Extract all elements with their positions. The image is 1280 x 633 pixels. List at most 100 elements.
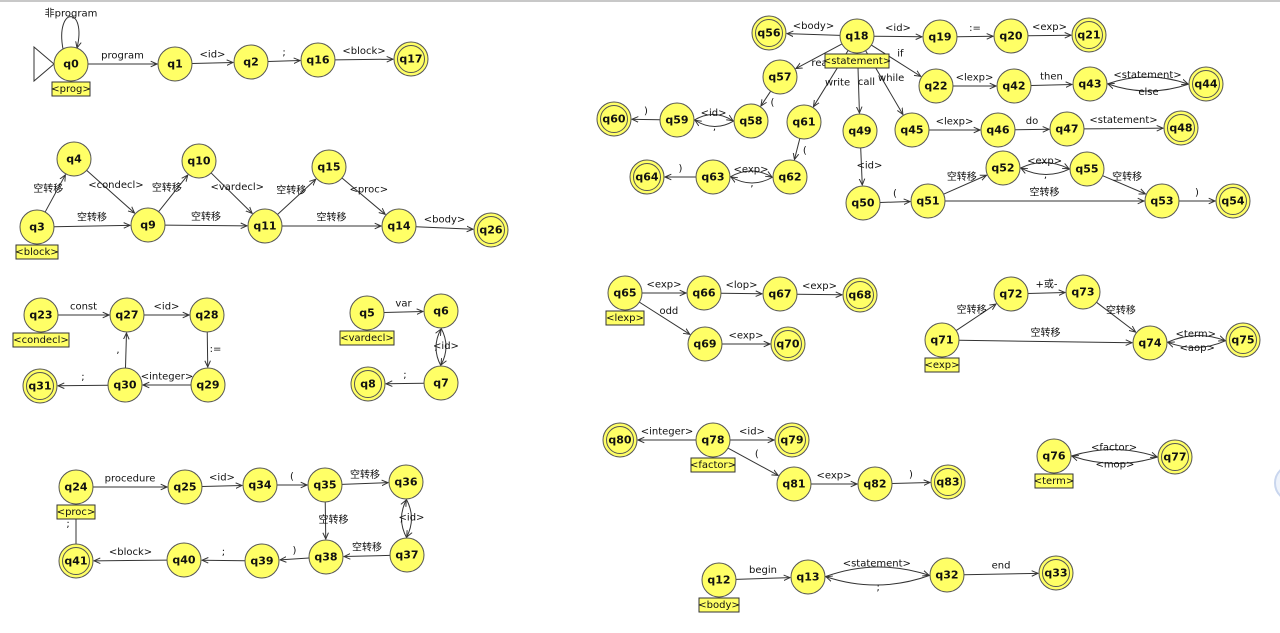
transition-q58-to-q59[interactable]: , xyxy=(695,120,735,133)
transition-q24-to-q25[interactable]: procedure xyxy=(93,474,167,488)
transition-q52-to-q55[interactable]: <exp> xyxy=(1019,156,1069,169)
transition-q2-to-q16[interactable]: ; xyxy=(267,48,300,62)
transition-q11-to-q14[interactable]: 空转移 xyxy=(282,211,381,227)
state-q64[interactable]: q64 xyxy=(629,159,665,195)
transition-q71-to-q72[interactable]: 空转移 xyxy=(955,303,996,331)
transition-q7-to-q6[interactable]: , xyxy=(434,329,441,367)
state-q43[interactable]: q43 xyxy=(1072,66,1108,102)
state-q8[interactable]: q8 xyxy=(350,366,386,402)
transition-q45-to-q46[interactable]: <lexp> xyxy=(929,117,980,131)
state-q26[interactable]: q26 xyxy=(473,212,509,248)
state-q49[interactable]: q49 xyxy=(842,113,878,149)
state-q31[interactable]: q31 xyxy=(22,368,58,404)
state-q57[interactable]: q57 xyxy=(762,59,798,95)
transition-q20-to-q21[interactable]: <exp> xyxy=(1027,22,1071,36)
transition-q74-to-q75[interactable]: <term> xyxy=(1166,329,1225,343)
state-q53[interactable]: q53 xyxy=(1144,183,1180,219)
state-q41[interactable]: q41 xyxy=(58,543,94,579)
state-q16[interactable]: q16 xyxy=(300,42,336,78)
transition-q63-to-q64[interactable]: ) xyxy=(665,164,696,178)
state-q59[interactable]: q59 xyxy=(659,102,695,138)
state-q48[interactable]: q48 xyxy=(1163,110,1199,146)
transition-q63-to-q62[interactable]: <exp> xyxy=(729,165,772,177)
transition-q30-to-q27[interactable]: , xyxy=(116,333,126,369)
state-q42[interactable]: q42 xyxy=(996,68,1032,104)
state-q36[interactable]: q36 xyxy=(388,464,424,500)
transition-q13-to-q32[interactable]: <statement> xyxy=(824,558,929,578)
transition-q44-to-q43[interactable]: else xyxy=(1108,84,1190,98)
state-q0[interactable]: q0 xyxy=(53,46,89,82)
state-q33[interactable]: q33 xyxy=(1038,555,1074,591)
transition-q37-to-q38[interactable]: 空转移 xyxy=(344,540,391,556)
state-q20[interactable]: q20 xyxy=(993,18,1029,54)
transition-q38-to-q39[interactable]: ) xyxy=(280,545,310,559)
transition-q32-to-q33[interactable]: end xyxy=(963,561,1038,575)
transition-q18-to-q19[interactable]: <id> xyxy=(873,23,922,37)
state-q83[interactable]: q83 xyxy=(930,464,966,500)
state-q1[interactable]: q1 xyxy=(157,46,193,82)
state-q2[interactable]: q2 xyxy=(233,44,269,80)
state-q71[interactable]: q71 xyxy=(924,322,960,358)
state-q65[interactable]: q65 xyxy=(607,275,643,311)
transition-q50-to-q51[interactable]: ( xyxy=(879,189,910,203)
state-q13[interactable]: q13 xyxy=(790,559,826,595)
transition-q65-to-q69[interactable]: odd xyxy=(639,301,689,334)
state-q28[interactable]: q28 xyxy=(189,297,225,333)
transition-q81-to-q82[interactable]: <exp> xyxy=(811,471,857,485)
transition-q0-to-q1[interactable]: program xyxy=(88,51,157,65)
transition-q78-to-q81[interactable]: ( xyxy=(727,447,778,475)
transition-q36-to-q37[interactable]: <id> xyxy=(399,498,425,537)
state-q32[interactable]: q32 xyxy=(929,557,965,593)
state-q35[interactable]: q35 xyxy=(307,467,343,503)
state-q27[interactable]: q27 xyxy=(109,297,145,333)
transition-q18-to-q57[interactable]: read xyxy=(796,43,843,69)
state-q69[interactable]: q69 xyxy=(687,326,723,362)
state-q5[interactable]: q5 xyxy=(349,295,385,331)
state-q14[interactable]: q14 xyxy=(381,208,417,244)
state-q56[interactable]: q56 xyxy=(751,15,787,51)
transition-q4-to-q9[interactable]: <condecl> xyxy=(86,169,144,213)
transition-q19-to-q20[interactable]: := xyxy=(956,23,993,37)
state-q24[interactable]: q24 xyxy=(58,469,94,505)
state-q52[interactable]: q52 xyxy=(985,150,1021,186)
transition-q34-to-q35[interactable]: ( xyxy=(277,472,307,486)
state-q58[interactable]: q58 xyxy=(733,103,769,139)
transition-q10-to-q11[interactable]: <vardecl> xyxy=(210,172,264,213)
transition-q11-to-q15[interactable]: 空转移 xyxy=(276,179,316,215)
state-q55[interactable]: q55 xyxy=(1069,151,1105,187)
transition-q32-to-q13[interactable]: ; xyxy=(826,574,931,594)
state-q23[interactable]: q23 xyxy=(23,297,59,333)
transition-q55-to-q53[interactable]: 空转移 xyxy=(1102,170,1146,194)
state-q77[interactable]: q77 xyxy=(1157,439,1193,475)
state-q80[interactable]: q80 xyxy=(602,422,638,458)
transition-q72-to-q73[interactable]: +或- xyxy=(1027,279,1065,294)
state-q51[interactable]: q51 xyxy=(910,183,946,219)
transition-q28-to-q29[interactable]: := xyxy=(207,331,221,367)
transition-q7-to-q8[interactable]: ; xyxy=(386,370,425,384)
state-q62[interactable]: q62 xyxy=(772,159,808,195)
transition-q37-to-q36[interactable]: , xyxy=(400,500,408,539)
transition-q40-to-q41[interactable]: <block> xyxy=(94,547,168,561)
transition-q77-to-q76[interactable]: <mop> xyxy=(1072,456,1159,471)
state-q54[interactable]: q54 xyxy=(1215,183,1251,219)
transition-q15-to-q14[interactable]: <proc> xyxy=(341,177,388,214)
state-q78[interactable]: q78 xyxy=(695,422,731,458)
transition-q23-to-q27[interactable]: const xyxy=(58,302,109,316)
state-q10[interactable]: q10 xyxy=(181,143,217,179)
state-q68[interactable]: q68 xyxy=(842,277,878,313)
state-q82[interactable]: q82 xyxy=(857,466,893,502)
state-q17[interactable]: q17 xyxy=(393,41,429,77)
transition-q12-to-q13[interactable]: begin xyxy=(735,565,790,579)
state-q30[interactable]: q30 xyxy=(107,367,143,403)
state-q46[interactable]: q46 xyxy=(980,112,1016,148)
transition-q53-to-q54[interactable]: ) xyxy=(1179,188,1215,202)
transition-q67-to-q68[interactable]: <exp> xyxy=(796,281,842,295)
state-q44[interactable]: q44 xyxy=(1188,66,1224,102)
transition-q69-to-q70[interactable]: <exp> xyxy=(722,331,770,345)
transition-q14-to-q26[interactable]: <body> xyxy=(415,214,473,229)
transition-q16-to-q17[interactable]: <block> xyxy=(334,46,393,60)
transition-q1-to-q2[interactable]: <id> xyxy=(191,50,233,64)
transition-q3-to-q9[interactable]: 空转移 xyxy=(53,211,130,227)
transition-q59-to-q60[interactable]: ) xyxy=(632,106,661,120)
transition-q42-to-q43[interactable]: then xyxy=(1030,72,1072,86)
